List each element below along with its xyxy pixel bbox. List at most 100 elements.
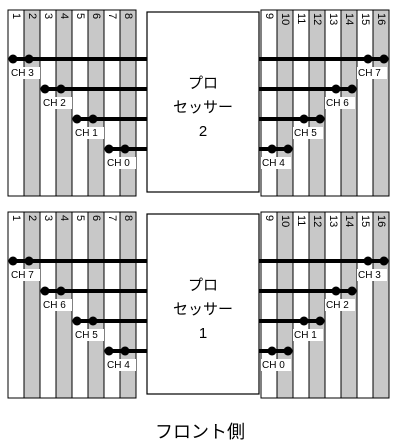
channel-label: CH 1 — [75, 128, 98, 139]
slot-number-label: 6 — [90, 215, 102, 221]
channel-label: CH 4 — [262, 158, 285, 169]
channel-label-bg — [293, 127, 323, 139]
channel-label-bg — [106, 157, 136, 169]
slot-number-label: 16 — [375, 215, 387, 227]
slot-connector-dot — [120, 346, 130, 356]
slot-connector-dot — [120, 144, 130, 154]
channel-label-bg — [10, 269, 40, 281]
slot-number-label: 1 — [10, 215, 22, 221]
slot-connector-dot — [315, 316, 325, 326]
slot-connector-dot — [363, 256, 373, 266]
channel-label: CH 3 — [358, 270, 381, 281]
channel-label-bg — [293, 329, 323, 341]
slot-number-label: 8 — [122, 215, 134, 221]
channel-label-bg — [106, 359, 136, 371]
channel-label-bg — [261, 157, 291, 169]
dimm-slot-16 — [372, 9, 390, 197]
slot-connector-dot — [72, 316, 82, 326]
slot-connector-dot — [8, 256, 18, 266]
channel-label-bg — [42, 299, 72, 311]
channel-label: CH 4 — [107, 360, 130, 371]
slot-connector-dot — [267, 346, 277, 356]
slot-connector-dot — [331, 84, 341, 94]
channel-label: CH 1 — [294, 330, 317, 341]
slot-connector-dot — [283, 346, 293, 356]
slot-connector-dot — [24, 54, 34, 64]
channel-label-bg — [357, 67, 387, 79]
channel-label-bg — [74, 329, 104, 341]
slot-number-label: 13 — [327, 13, 339, 25]
channel-label: CH 2 — [326, 300, 349, 311]
channel-label-bg — [10, 67, 40, 79]
channel-label: CH 2 — [43, 98, 66, 109]
slot-number-label: 3 — [42, 13, 54, 19]
slot-number-label: 11 — [295, 215, 307, 226]
slot-number-label: 11 — [295, 13, 307, 24]
slot-connector-dot — [299, 114, 309, 124]
processor-name-line1: プロ — [188, 277, 218, 294]
slot-connector-dot — [267, 144, 277, 154]
slot-connector-dot — [379, 256, 389, 266]
dimm-slot-6 — [87, 9, 105, 197]
slot-connector-dot — [347, 286, 357, 296]
dimm-slot-6 — [87, 211, 105, 399]
slot-connector-dot — [88, 316, 98, 326]
slot-number-label: 13 — [327, 215, 339, 227]
channel-label: CH 6 — [326, 98, 349, 109]
channel-label-bg — [42, 97, 72, 109]
dimm-slot-1 — [7, 211, 25, 399]
dimm-slot-5 — [71, 211, 89, 399]
processor-number: 2 — [199, 123, 207, 140]
channel-label: CH 0 — [262, 360, 285, 371]
slot-connector-dot — [283, 144, 293, 154]
slot-number-label: 2 — [26, 215, 38, 221]
slot-number-label: 7 — [106, 13, 118, 19]
channel-label-bg — [325, 97, 355, 109]
slot-connector-dot — [56, 84, 66, 94]
channel-label: CH 7 — [358, 68, 381, 79]
channel-label: CH 5 — [75, 330, 98, 341]
slot-number-label: 16 — [375, 13, 387, 25]
slot-connector-dot — [72, 114, 82, 124]
slot-connector-dot — [40, 84, 50, 94]
dimm-slot-12 — [308, 211, 326, 399]
slot-number-label: 5 — [74, 215, 86, 221]
slot-connector-dot — [299, 316, 309, 326]
slot-connector-dot — [24, 256, 34, 266]
slot-number-label: 6 — [90, 13, 102, 19]
dimm-slot-2 — [23, 9, 41, 197]
channel-label-bg — [357, 269, 387, 281]
dimm-slot-11 — [292, 9, 310, 197]
dimm-slot-15 — [356, 9, 374, 197]
slot-number-label: 14 — [343, 13, 355, 25]
slot-number-label: 9 — [263, 215, 275, 221]
slot-number-label: 4 — [58, 13, 70, 19]
slot-number-label: 9 — [263, 13, 275, 19]
slot-connector-dot — [379, 54, 389, 64]
slot-number-label: 10 — [279, 215, 291, 227]
footer-label: フロント側 — [155, 422, 245, 442]
slot-connector-dot — [363, 54, 373, 64]
slot-connector-dot — [8, 54, 18, 64]
channel-label: CH 0 — [107, 158, 130, 169]
processor-name-line1: プロ — [188, 75, 218, 92]
processor-number: 1 — [199, 325, 207, 342]
slot-connector-dot — [56, 286, 66, 296]
slot-number-label: 15 — [359, 13, 371, 25]
slot-connector-dot — [88, 114, 98, 124]
slot-number-label: 15 — [359, 215, 371, 227]
channel-label: CH 5 — [294, 128, 317, 139]
slot-number-label: 4 — [58, 215, 70, 221]
dimm-slot-2 — [23, 211, 41, 399]
slot-connector-dot — [347, 84, 357, 94]
slot-number-label: 3 — [42, 215, 54, 221]
slot-number-label: 8 — [122, 13, 134, 19]
slot-number-label: 12 — [311, 13, 323, 25]
slot-connector-dot — [40, 286, 50, 296]
dimm-slot-11 — [292, 211, 310, 399]
slot-number-label: 10 — [279, 13, 291, 25]
dimm-slot-12 — [308, 9, 326, 197]
